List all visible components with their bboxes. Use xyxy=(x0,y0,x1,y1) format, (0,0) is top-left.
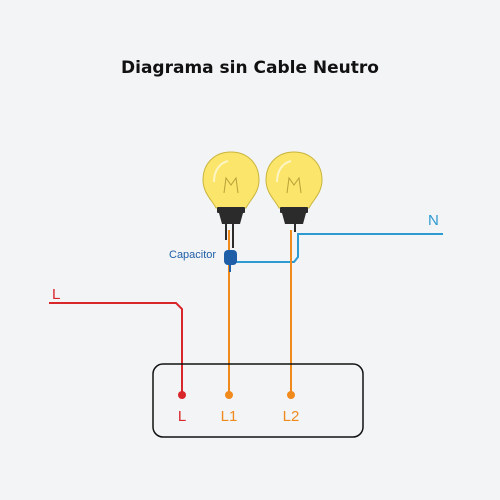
terminal-l2-label: L2 xyxy=(283,408,300,425)
line-wire xyxy=(49,302,186,399)
capacitor-label: Capacitor xyxy=(169,249,216,261)
neutral-wire xyxy=(235,233,443,263)
terminal-l-dot xyxy=(178,391,186,399)
switch-box xyxy=(152,363,364,438)
terminal-l1-label: L1 xyxy=(221,408,238,425)
terminal-l2-dot xyxy=(287,391,295,399)
capacitor-icon xyxy=(224,250,237,272)
lightbulb-icon xyxy=(202,151,260,224)
bulb-leads xyxy=(225,222,296,248)
lightbulb-icon xyxy=(265,151,323,224)
terminal-l1-dot xyxy=(225,391,233,399)
diagram-title: Diagrama sin Cable Neutro xyxy=(121,58,379,78)
neutral-label: N xyxy=(428,212,439,229)
terminal-l-label: L xyxy=(178,408,186,425)
line-label: L xyxy=(52,286,60,303)
switched-wire-l2 xyxy=(287,230,295,399)
